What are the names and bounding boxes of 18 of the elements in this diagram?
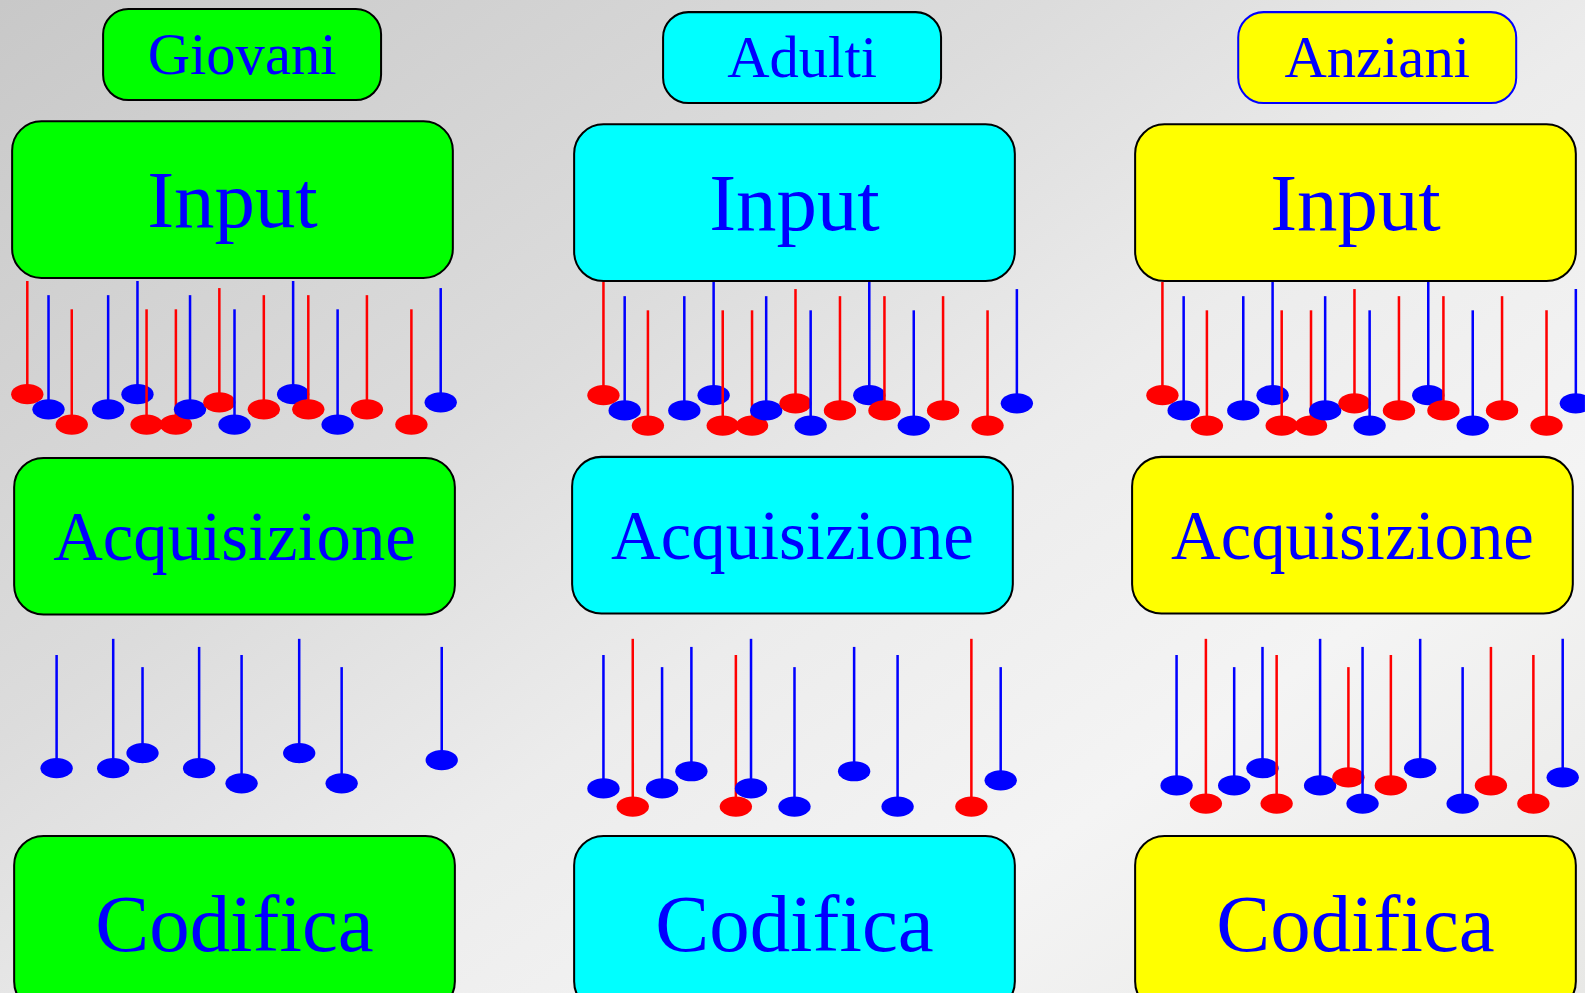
box-label: Anziani (1284, 28, 1470, 87)
stage-box (13, 834, 456, 993)
box-label: Giovani (147, 25, 337, 84)
stage-box (573, 123, 1016, 282)
box-label: Codifica (655, 882, 934, 964)
group-header (662, 11, 943, 105)
stage-box (1134, 834, 1577, 993)
box-label: Codifica (95, 882, 374, 964)
box-label: Codifica (1216, 882, 1495, 964)
stage-box (11, 120, 454, 279)
stage-box (1134, 123, 1577, 282)
stage-box (571, 455, 1014, 615)
group-header (102, 8, 383, 102)
stage-box (13, 456, 456, 616)
stage-box (1131, 455, 1574, 615)
group-header (1237, 11, 1518, 105)
stage-box (573, 834, 1016, 993)
box-label: Adulti (727, 28, 877, 87)
